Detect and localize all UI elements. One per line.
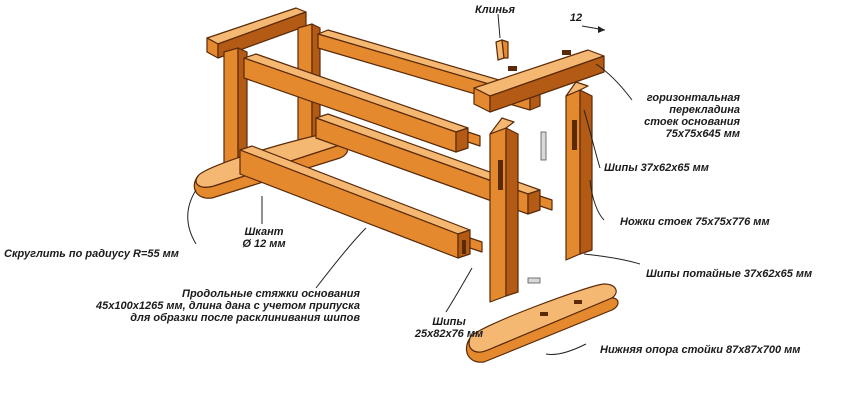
label-dim-12: 12 [569,12,583,24]
label-legs: Ножки стоек 75x75x776 мм [620,216,770,228]
stretcher-lower [239,145,483,259]
leader-lines [187,13,641,355]
stretcher-lower-back [315,113,553,215]
peg-small [527,131,547,284]
label-hidden-tenons: Шипы потайные 37x62x65 мм [646,268,813,280]
label-tenons-top: Шипы 37x62x65 мм [604,162,709,174]
left-front-leg [223,47,248,181]
label-wedges: Клинья [475,4,515,16]
label-dowel: Шкант Ø 12 мм [242,226,286,250]
label-round-radius: Скруглить по радиусу R=55 мм [4,248,179,260]
stretcher-upper [243,53,481,153]
left-top-rail [206,7,307,59]
right-foot [465,283,619,363]
right-top-rail [473,49,605,113]
label-top-rail: горизонтальная перекладина стоек основан… [644,92,740,140]
leg-front [489,117,519,303]
wedges [495,39,509,61]
label-tenons-long: Шипы 25x82x76 мм [414,316,484,340]
label-foot: Нижняя опора стойки 87x87x700 мм [600,344,801,356]
leg-back [565,81,593,261]
dim-12-marker [581,25,606,33]
label-stretchers: Продольные стяжки основания 45x100x1265 … [96,288,360,324]
